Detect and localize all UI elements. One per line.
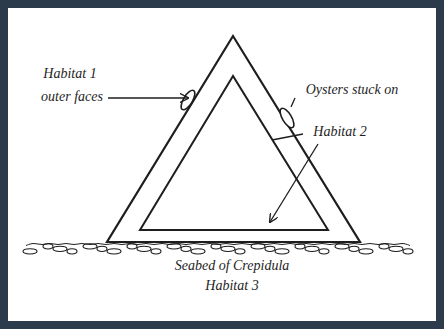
seabed-stone: [319, 249, 329, 254]
seabed-stone: [221, 246, 235, 251]
callout-label: Habitat 3: [205, 278, 258, 294]
seabed-stone: [151, 249, 161, 254]
seabed-stone: [305, 246, 319, 251]
paper: [8, 8, 436, 321]
seabed-stone: [67, 249, 77, 254]
callout-label: Oysters stuck on: [306, 82, 399, 98]
leader-line: [272, 134, 303, 140]
seabed-stone: [389, 246, 403, 251]
seabed-stone: [97, 246, 107, 251]
leader-arrow: [270, 144, 318, 222]
oyster: [178, 88, 197, 111]
seabed-stone: [191, 249, 205, 254]
seabed-stone: [137, 246, 151, 251]
callout-label: outer faces: [41, 89, 103, 105]
seabed-stone: [23, 249, 37, 254]
callout-label: Habitat 1: [43, 66, 96, 82]
seabed-stone: [359, 249, 373, 254]
seabed-stone: [403, 249, 413, 254]
seabed-stone: [265, 246, 275, 251]
seabed-texture: [23, 244, 413, 254]
inner-triangle: [140, 76, 328, 230]
callout-label: Habitat 2: [313, 124, 366, 140]
leader-line: [291, 98, 295, 107]
seabed-line: [26, 244, 410, 246]
seabed-stone: [107, 249, 121, 254]
seabed-stone: [181, 246, 191, 251]
oyster: [277, 106, 296, 129]
leader-arrow: [108, 97, 188, 98]
seabed-stone: [349, 246, 359, 251]
callout-label: Seabed of Crepidula: [175, 258, 290, 274]
seabed-stone: [53, 246, 67, 251]
seabed-stone: [275, 249, 289, 254]
seabed-stone: [235, 249, 245, 254]
